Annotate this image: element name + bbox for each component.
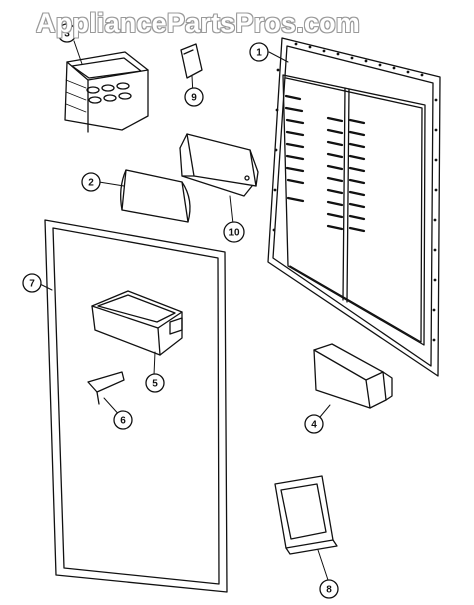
part-6-clip — [87, 371, 125, 405]
callout-7: 7 — [22, 273, 42, 293]
part-9-clip — [180, 43, 203, 79]
part-4-door-bin — [313, 343, 393, 409]
callout-1: 1 — [249, 42, 269, 62]
callout-4: 4 — [304, 414, 324, 434]
callout-9: 9 — [184, 87, 204, 107]
callout-8-label: 8 — [326, 585, 332, 596]
part-8-housing — [274, 475, 338, 555]
callout-3-label: 3 — [64, 29, 70, 40]
callout-10: 10 — [223, 221, 245, 243]
leader-lines — [39, 40, 331, 581]
callout-8: 8 — [319, 579, 339, 599]
part-10-tilt-bin — [179, 133, 259, 197]
callout-10-label: 10 — [228, 228, 240, 239]
callout-1-label: 1 — [256, 48, 262, 59]
callout-2: 2 — [81, 172, 101, 192]
callout-5-label: 5 — [152, 379, 158, 390]
part-3-egg-bin — [64, 51, 149, 133]
part-5-bin — [91, 290, 183, 356]
callout-3: 3 — [57, 23, 77, 43]
callout-6: 6 — [113, 410, 133, 430]
callout-7-label: 7 — [29, 279, 35, 290]
callout-4-label: 4 — [311, 420, 317, 431]
callout-5: 5 — [145, 373, 165, 393]
callout-2-label: 2 — [88, 178, 94, 189]
callout-6-label: 6 — [120, 416, 126, 427]
part-7-gasket — [44, 219, 228, 593]
part-1-door-liner — [267, 37, 441, 377]
callout-9-label: 9 — [191, 93, 197, 104]
watermark-text: AppliancePartsPros.com — [36, 8, 361, 38]
part-2-bin — [120, 169, 191, 223]
